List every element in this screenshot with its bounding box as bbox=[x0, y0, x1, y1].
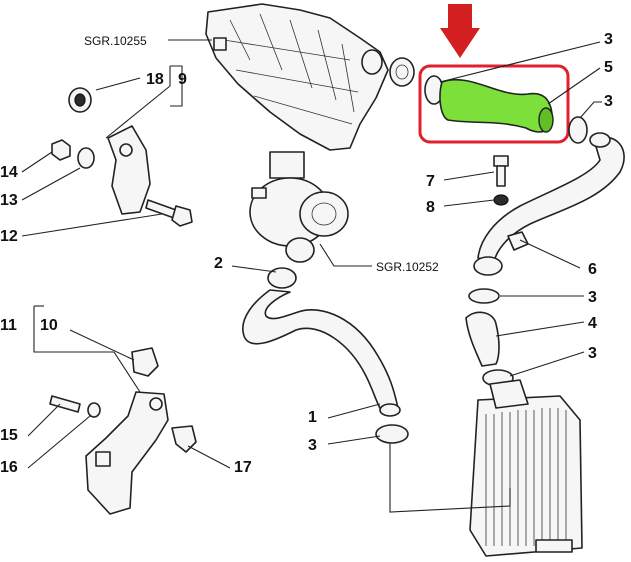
turbo-ref-label: SGR.10252 bbox=[376, 260, 439, 274]
clamp-3-bottom bbox=[375, 424, 409, 444]
intake-manifold bbox=[205, 3, 415, 151]
callout-11: 11 bbox=[0, 317, 17, 334]
callout-5: 5 bbox=[604, 59, 613, 76]
nut-14 bbox=[51, 139, 71, 161]
washer-13 bbox=[77, 147, 95, 169]
leader-lines bbox=[21, 41, 602, 469]
callout-2: 2 bbox=[214, 255, 223, 272]
bracket-11 bbox=[85, 391, 169, 515]
bracket-9 bbox=[107, 125, 151, 215]
hose-5-highlighted bbox=[424, 75, 554, 133]
intercooler bbox=[469, 379, 583, 557]
manifold-ref-label: SGR.10255 bbox=[84, 34, 147, 48]
callout-17: 17 bbox=[234, 459, 252, 476]
callout-3-bottom: 3 bbox=[308, 437, 317, 454]
clamp-right-upper bbox=[568, 116, 588, 144]
turbocharger bbox=[249, 151, 349, 263]
callout-3-top: 3 bbox=[604, 31, 613, 48]
bolt-15 bbox=[49, 395, 81, 413]
highlight-arrow bbox=[440, 4, 480, 58]
hose-1 bbox=[242, 289, 401, 417]
callout-15: 15 bbox=[0, 427, 18, 444]
washer-16 bbox=[87, 402, 101, 418]
bolt-12 bbox=[145, 199, 193, 227]
callout-9: 9 bbox=[178, 71, 187, 88]
callout-8: 8 bbox=[426, 199, 435, 216]
callout-4: 4 bbox=[588, 315, 597, 332]
callout-6: 6 bbox=[588, 261, 597, 278]
bushing-10 bbox=[131, 347, 159, 377]
callout-12: 12 bbox=[0, 228, 18, 245]
callout-10: 10 bbox=[40, 317, 58, 334]
callout-labels: 18 9 14 13 12 11 10 15 16 17 2 1 3 3 5 3… bbox=[0, 31, 613, 476]
callout-14: 14 bbox=[0, 164, 18, 181]
callout-1: 1 bbox=[308, 409, 317, 426]
washer-8 bbox=[493, 194, 509, 206]
clamp-mid bbox=[468, 288, 500, 304]
pipe-4 bbox=[465, 311, 500, 367]
bolt-7 bbox=[493, 155, 509, 187]
callout-16: 16 bbox=[0, 459, 18, 476]
callout-3-right: 3 bbox=[604, 93, 613, 110]
callout-7: 7 bbox=[426, 173, 435, 190]
callout-13: 13 bbox=[0, 192, 18, 209]
callout-18: 18 bbox=[146, 71, 164, 88]
clamp-2 bbox=[267, 267, 297, 289]
bushing-18 bbox=[68, 87, 92, 113]
highlight-box bbox=[418, 64, 570, 144]
callout-3-mid: 3 bbox=[588, 289, 597, 306]
callout-3-low: 3 bbox=[588, 345, 597, 362]
hose-6 bbox=[473, 132, 625, 276]
